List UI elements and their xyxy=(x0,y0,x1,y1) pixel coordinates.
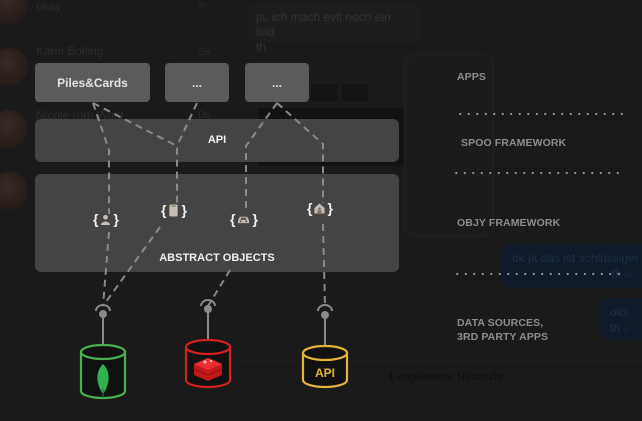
contact-name: Nicole rom Wald xyxy=(36,108,124,122)
abstract-objects-layer: ABSTRACT OBJECTS xyxy=(35,174,399,272)
connector-line xyxy=(92,102,178,205)
person-icon xyxy=(101,214,111,225)
leaf-icon xyxy=(97,364,109,394)
api-layer: API xyxy=(35,119,399,162)
abstract-objects-label: ABSTRACT OBJECTS xyxy=(159,252,275,264)
connector-line xyxy=(176,102,198,147)
ghost-card xyxy=(404,54,494,236)
object-house: { } xyxy=(307,200,333,216)
divider xyxy=(240,366,642,367)
socket-connector-api xyxy=(317,304,333,346)
api-database xyxy=(301,344,349,389)
app-box-2: ... xyxy=(165,63,229,102)
label-spoo-framework: SPOO FRAMEWORK xyxy=(461,137,567,149)
car-icon xyxy=(238,216,250,223)
app-label: Piles&Cards xyxy=(57,75,128,90)
connector-line xyxy=(322,223,326,307)
connector-line xyxy=(102,231,110,307)
message-outgoing: ok ja das ist schlüssiger th ∞ xyxy=(502,244,642,288)
connector-line xyxy=(102,226,161,307)
label-objy-framework: OBJY FRAMEWORK xyxy=(457,217,561,229)
label-data-sources: DATA SOURCES, 3RD PARTY APPS xyxy=(457,316,548,344)
api-layer-label: API xyxy=(207,134,227,146)
socket-connector-redis xyxy=(200,299,216,340)
read-receipt-icon: ∞ xyxy=(624,270,632,281)
message-outgoing: oks th ∞ xyxy=(600,298,642,340)
object-person: { } xyxy=(93,211,119,227)
label-apps: APPS xyxy=(457,71,486,83)
redis-cube-icon xyxy=(193,358,223,381)
contact-meta: Do xyxy=(198,110,211,121)
connector-line xyxy=(276,102,324,203)
socket-connector-mongo xyxy=(95,304,111,345)
mongodb-database xyxy=(79,343,127,400)
contact-meta: Sa xyxy=(198,47,211,58)
dotted-divider xyxy=(452,172,624,174)
message-incoming: ja, ich mach evtl noch ein bild th xyxy=(248,4,420,54)
api-database-label: API xyxy=(315,366,335,380)
dotted-divider xyxy=(453,273,625,275)
message-text: ja, ich mach evtl noch ein bild xyxy=(256,10,391,39)
message-time: th xyxy=(256,40,267,54)
message-text: oks xyxy=(610,305,629,319)
document-icon xyxy=(169,204,179,216)
app-box-3: ... xyxy=(245,63,309,102)
read-receipt-icon: ∞ xyxy=(623,324,631,335)
read-receipt-icon: ∞ xyxy=(198,0,206,11)
label-data-sources-line2: 3RD PARTY APPS xyxy=(457,331,549,343)
dotted-divider xyxy=(456,113,628,115)
redis-database xyxy=(184,338,232,389)
connector-line xyxy=(245,102,278,210)
connector-line xyxy=(92,102,110,214)
message-time: th xyxy=(610,321,621,335)
label-data-sources-line1: DATA SOURCES, xyxy=(457,317,544,329)
object-document: { } xyxy=(161,202,187,218)
contact-name: okay xyxy=(36,0,62,13)
message-text: ok ja das ist schlüssiger xyxy=(512,251,639,265)
unread-notice: 1 ungelesene Nachricht xyxy=(388,371,504,383)
ghost-button xyxy=(311,84,337,101)
house-icon xyxy=(314,202,325,214)
ghost-button xyxy=(342,84,368,101)
contact-name: Karin Bolling xyxy=(36,44,104,58)
app-label: ... xyxy=(271,75,282,90)
app-box-piles-cards: Piles&Cards xyxy=(35,63,150,102)
object-car: { } xyxy=(230,211,258,227)
app-label: ... xyxy=(191,75,202,90)
